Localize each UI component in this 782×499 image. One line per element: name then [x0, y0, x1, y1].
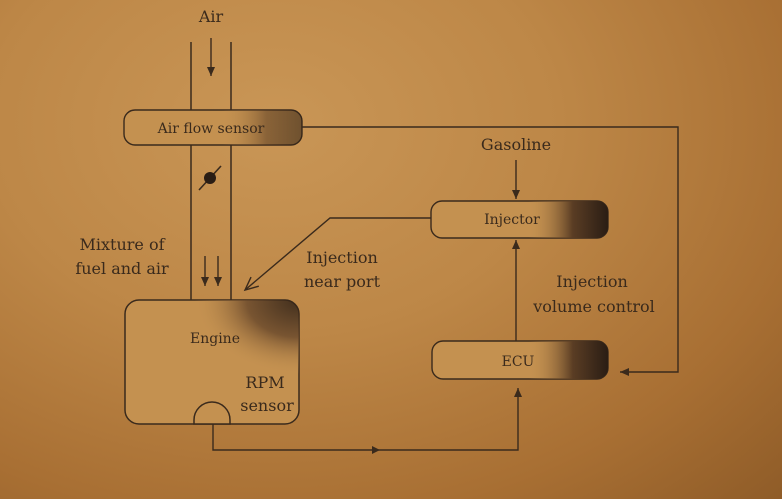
throttle-valve-icon: [198, 165, 222, 191]
engine-shading: [125, 300, 299, 424]
injection-near-port-line2: near port: [304, 272, 381, 291]
rpm-label: RPM: [245, 373, 284, 392]
gasoline-label: Gasoline: [481, 135, 551, 154]
injector-to-engine-line: [243, 217, 431, 292]
rpm-line-mid-arrow: [372, 446, 380, 454]
injection-near-port-line1: Injection: [306, 248, 378, 267]
injection-volume-line2: volume control: [532, 297, 655, 316]
air-flow-sensor-shading: [124, 110, 302, 145]
mixture-label-line2: fuel and air: [75, 259, 169, 278]
ecu-label: ECU: [502, 354, 535, 370]
air-label: Air: [198, 7, 224, 26]
mixture-label-line1: Mixture of: [79, 235, 165, 254]
injector-shading: [431, 201, 608, 238]
air-flow-sensor-label: Air flow sensor: [157, 121, 265, 137]
rpm-sensor-label: sensor: [240, 396, 294, 415]
rpm-to-ecu-line: [212, 388, 522, 451]
injection-volume-line1: Injection: [556, 272, 628, 291]
injector-label: Injector: [484, 212, 540, 228]
rpm-sensor-icon: [193, 401, 231, 425]
ecu-shading: [432, 341, 608, 379]
engine-label: Engine: [190, 331, 240, 347]
airflow-to-ecu-line: [302, 126, 679, 376]
